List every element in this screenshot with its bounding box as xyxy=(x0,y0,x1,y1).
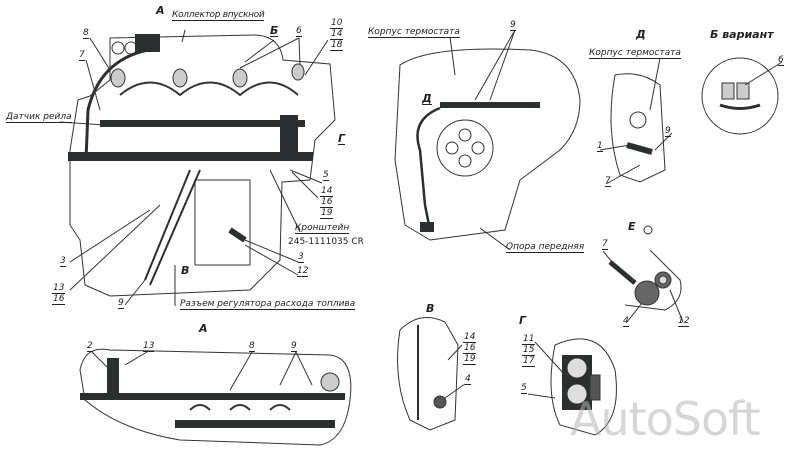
view-d-callout-7: 7 xyxy=(605,176,611,187)
view-d xyxy=(599,57,673,185)
view-g-marker: Г xyxy=(338,132,346,145)
view-d-marker: Д xyxy=(422,92,432,105)
view-e-title: Е xyxy=(628,220,636,233)
main-harness xyxy=(68,152,313,161)
callout-6: 6 xyxy=(296,26,302,37)
view-d-callout-1: 1 xyxy=(597,141,603,152)
view-a-callout-13: 13 xyxy=(143,341,155,352)
view-g xyxy=(527,338,617,436)
callout-14: 14 xyxy=(463,332,477,343)
callout-8: 8 xyxy=(83,28,89,39)
callout-19: 19 xyxy=(463,354,477,365)
callout-12: 12 xyxy=(297,266,309,277)
rail-sensor-label: Датчик рейла xyxy=(6,112,72,123)
view-d-callout-9: 9 xyxy=(665,126,671,137)
fuel-regulator-connector-label: Разъем регулятора расхода топлива xyxy=(180,299,356,310)
main-engine-view xyxy=(59,29,336,306)
view-b-callout-6: 6 xyxy=(778,55,784,66)
callout-16: 16 xyxy=(463,343,477,354)
view-a-callout-2: 2 xyxy=(87,341,93,352)
view-v xyxy=(397,317,466,431)
callout-16: 16 xyxy=(320,197,334,208)
callout-14: 14 xyxy=(330,29,344,40)
front-engine-view xyxy=(394,29,581,251)
view-a-callout-8: 8 xyxy=(249,341,255,352)
callout-19: 19 xyxy=(320,208,334,219)
bracket-part-number: 245-1111035 CR xyxy=(288,237,364,247)
bracket-label: Кронштейн xyxy=(295,223,350,234)
callout-11: 11 xyxy=(522,334,536,345)
view-e-callout-4: 4 xyxy=(623,316,629,327)
view-g-callout-5: 5 xyxy=(521,383,527,394)
view-a-title: А xyxy=(199,322,208,335)
view-e xyxy=(602,225,684,323)
callout-9: 9 xyxy=(118,298,124,309)
view-v-marker: В xyxy=(181,264,190,277)
callout-14: 14 xyxy=(320,186,334,197)
view-v-title: В xyxy=(426,302,435,315)
view-g-title: Г xyxy=(519,314,527,327)
callout-13: 13 xyxy=(52,283,66,294)
view-e-callout-7: 7 xyxy=(602,239,608,250)
callout-10: 10 xyxy=(330,18,344,29)
view-a xyxy=(79,348,352,446)
callout-9-front: 9 xyxy=(510,20,516,31)
callout-16: 16 xyxy=(52,294,66,305)
front-support-label: Опора передняя xyxy=(506,242,585,253)
callout-17: 17 xyxy=(522,356,536,367)
intake-manifold-label: Коллектор впускной xyxy=(172,10,265,21)
view-e-callout-12: 12 xyxy=(678,316,690,327)
view-b-variant xyxy=(701,57,783,135)
callout-7: 7 xyxy=(79,50,85,61)
view-a-callout-9: 9 xyxy=(291,341,297,352)
upper-harness xyxy=(100,120,305,127)
view-b-variant-title: Б вариант xyxy=(710,28,774,41)
watermark: AutoSoft xyxy=(570,392,761,446)
callout-3-right: 3 xyxy=(298,252,304,263)
view-b-marker: Б xyxy=(270,24,279,37)
thermostat-housing-label: Корпус термостата xyxy=(368,27,460,38)
view-d-title: Д xyxy=(636,28,646,41)
callout-18: 18 xyxy=(330,40,344,51)
view-d-thermostat-label: Корпус термостата xyxy=(589,48,681,59)
view-a-marker: А xyxy=(156,4,165,17)
callout-15: 15 xyxy=(522,345,536,356)
callout-3-left: 3 xyxy=(60,256,66,267)
callout-5: 5 xyxy=(323,170,329,181)
view-v-callout-4: 4 xyxy=(465,374,471,385)
